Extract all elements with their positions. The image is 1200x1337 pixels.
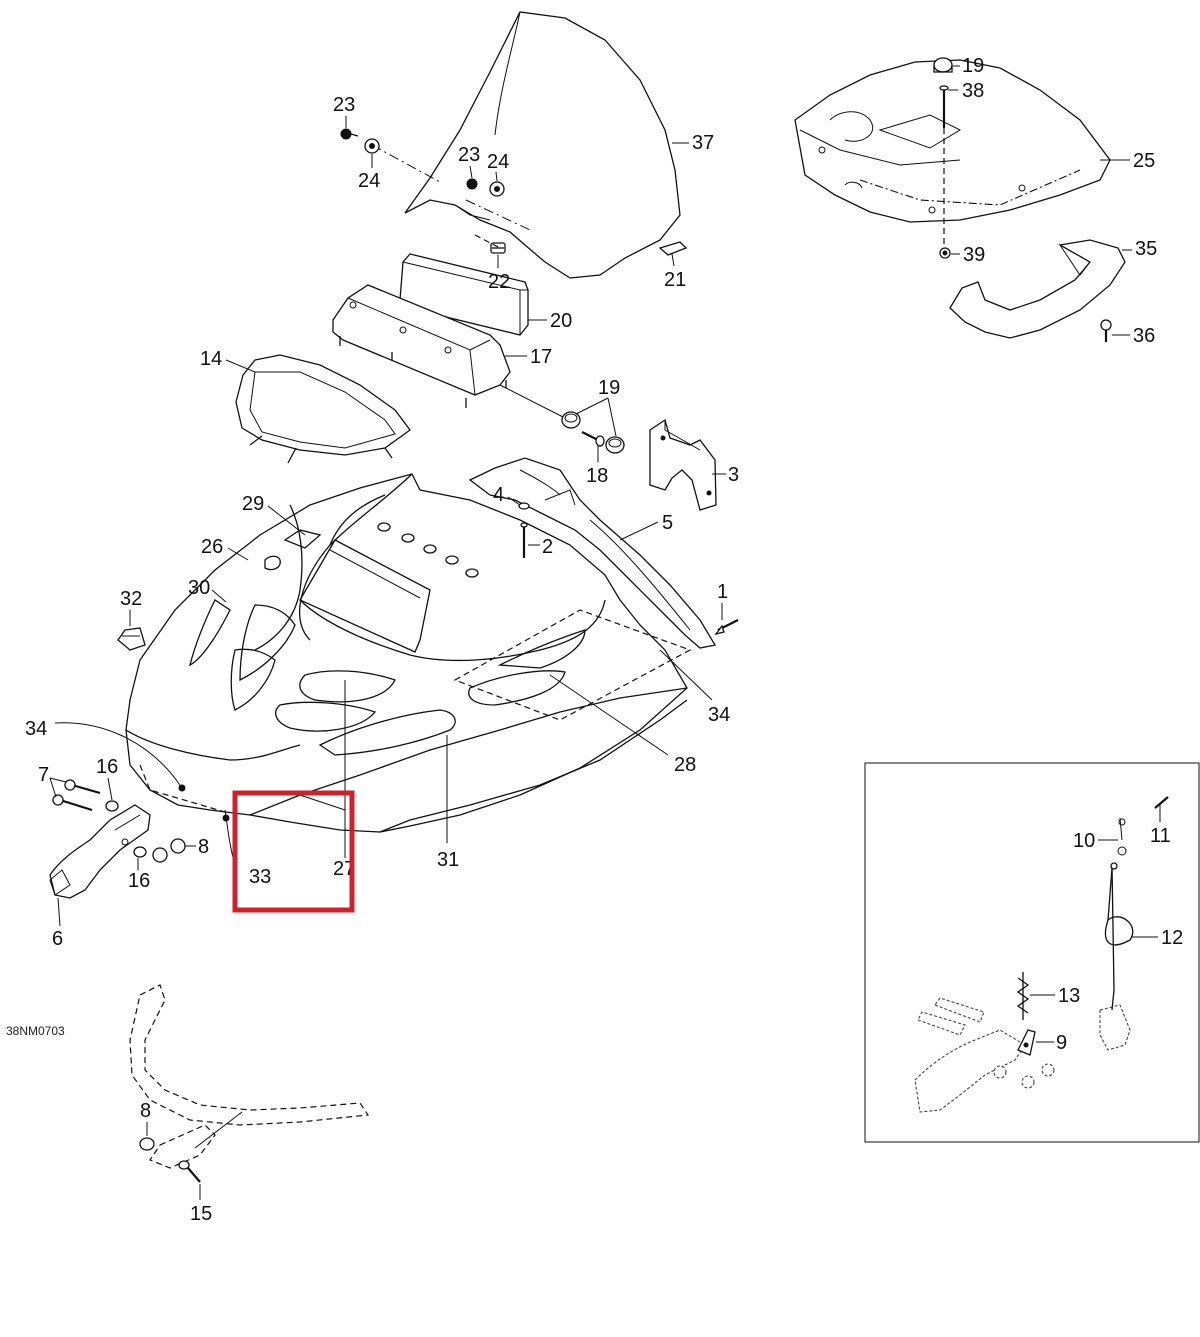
- inset-box: [864, 762, 1200, 1143]
- callout-31: 31: [437, 849, 459, 871]
- callout-35: 35: [1135, 238, 1157, 260]
- screw-36: [1100, 319, 1112, 342]
- bracket-3: [649, 418, 717, 511]
- callout-32: 32: [120, 588, 142, 610]
- callout-28: 28: [674, 754, 696, 776]
- callout-2: 2: [542, 536, 553, 558]
- screw-38: [939, 85, 949, 128]
- callout-24-lower: 24: [487, 151, 509, 173]
- screw-18: [581, 431, 605, 447]
- callout-37: 37: [692, 132, 714, 154]
- callout-5: 5: [662, 512, 673, 534]
- callout-3: 3: [728, 464, 739, 486]
- bolt-7-upper: [64, 779, 101, 795]
- callout-26: 26: [201, 536, 223, 558]
- callout-4: 4: [493, 484, 504, 506]
- callout-33: 33: [249, 866, 271, 888]
- washer-4: [518, 502, 530, 510]
- highlight-box: [232, 790, 355, 913]
- callout-36: 36: [1133, 325, 1155, 347]
- callout-18: 18: [586, 465, 608, 487]
- bolt-7-lower: [52, 794, 93, 812]
- bumper-bracket-6: [49, 804, 151, 899]
- washer-16-upper: [105, 800, 119, 812]
- callout-23-lower: 23: [458, 144, 480, 166]
- callout-labels: 1 2 3 4 5 6 7 8 8 9 10 11 12 13 14 15 16…: [25, 55, 1183, 1225]
- callout-8-upper: 8: [198, 836, 209, 858]
- display-housing-14: [235, 354, 411, 464]
- callout-19-center: 19: [598, 377, 620, 399]
- callout-7: 7: [38, 764, 49, 786]
- callout-19-top: 19: [962, 55, 984, 77]
- callout-23-upper: 23: [333, 94, 355, 116]
- grommet-19-right: [605, 436, 625, 454]
- callout-9: 9: [1056, 1032, 1067, 1054]
- callout-16-lower: 16: [128, 870, 150, 892]
- screw-2: [520, 522, 528, 558]
- clip-21: [658, 241, 688, 256]
- nut-8: [152, 838, 186, 863]
- callout-39: 39: [963, 244, 985, 266]
- callout-14: 14: [200, 348, 222, 370]
- callout-1: 1: [717, 581, 728, 603]
- plate-25: [794, 59, 1111, 223]
- screw-23-lower: [466, 178, 478, 190]
- washer-24-lower: [489, 181, 505, 197]
- callout-11: 11: [1150, 825, 1171, 847]
- callout-34-left: 34: [25, 718, 47, 740]
- side-panel-5: [468, 457, 717, 649]
- bumper-lower: [129, 984, 370, 1169]
- callout-30: 30: [188, 577, 210, 599]
- washer-16-lower: [133, 846, 147, 858]
- nut-39: [939, 247, 951, 259]
- callout-15: 15: [190, 1203, 212, 1225]
- callout-22: 22: [488, 271, 510, 293]
- callout-24-upper: 24: [358, 170, 380, 192]
- clip-32: [117, 627, 146, 651]
- callout-10: 10: [1073, 830, 1095, 852]
- callout-25: 25: [1133, 150, 1155, 172]
- windshield-part: [404, 11, 681, 279]
- console-17: [332, 284, 511, 408]
- callout-16-upper: 16: [96, 756, 118, 778]
- link-9: [1017, 1029, 1036, 1056]
- callout-34-right: 34: [708, 704, 730, 726]
- grommet-19-left: [561, 411, 581, 429]
- hood-main: [54, 473, 713, 869]
- deflector-35: [949, 239, 1126, 339]
- callout-38: 38: [962, 80, 984, 102]
- bolt-15: [178, 1160, 201, 1183]
- callout-8-lower: 8: [140, 1100, 151, 1122]
- callout-29: 29: [242, 493, 264, 515]
- callout-6: 6: [52, 928, 63, 950]
- callout-12: 12: [1161, 927, 1183, 949]
- callout-13: 13: [1058, 985, 1080, 1007]
- callout-21: 21: [664, 269, 686, 291]
- callout-20: 20: [550, 310, 572, 332]
- grommet-19-top: [933, 57, 953, 73]
- washer-24-upper: [364, 138, 380, 154]
- callout-17: 17: [530, 346, 552, 368]
- screw-23-upper: [340, 128, 359, 140]
- rivet-1: [714, 619, 739, 636]
- reference-code: 38NM0703: [6, 1024, 65, 1038]
- nut-8-lower: [139, 1137, 155, 1151]
